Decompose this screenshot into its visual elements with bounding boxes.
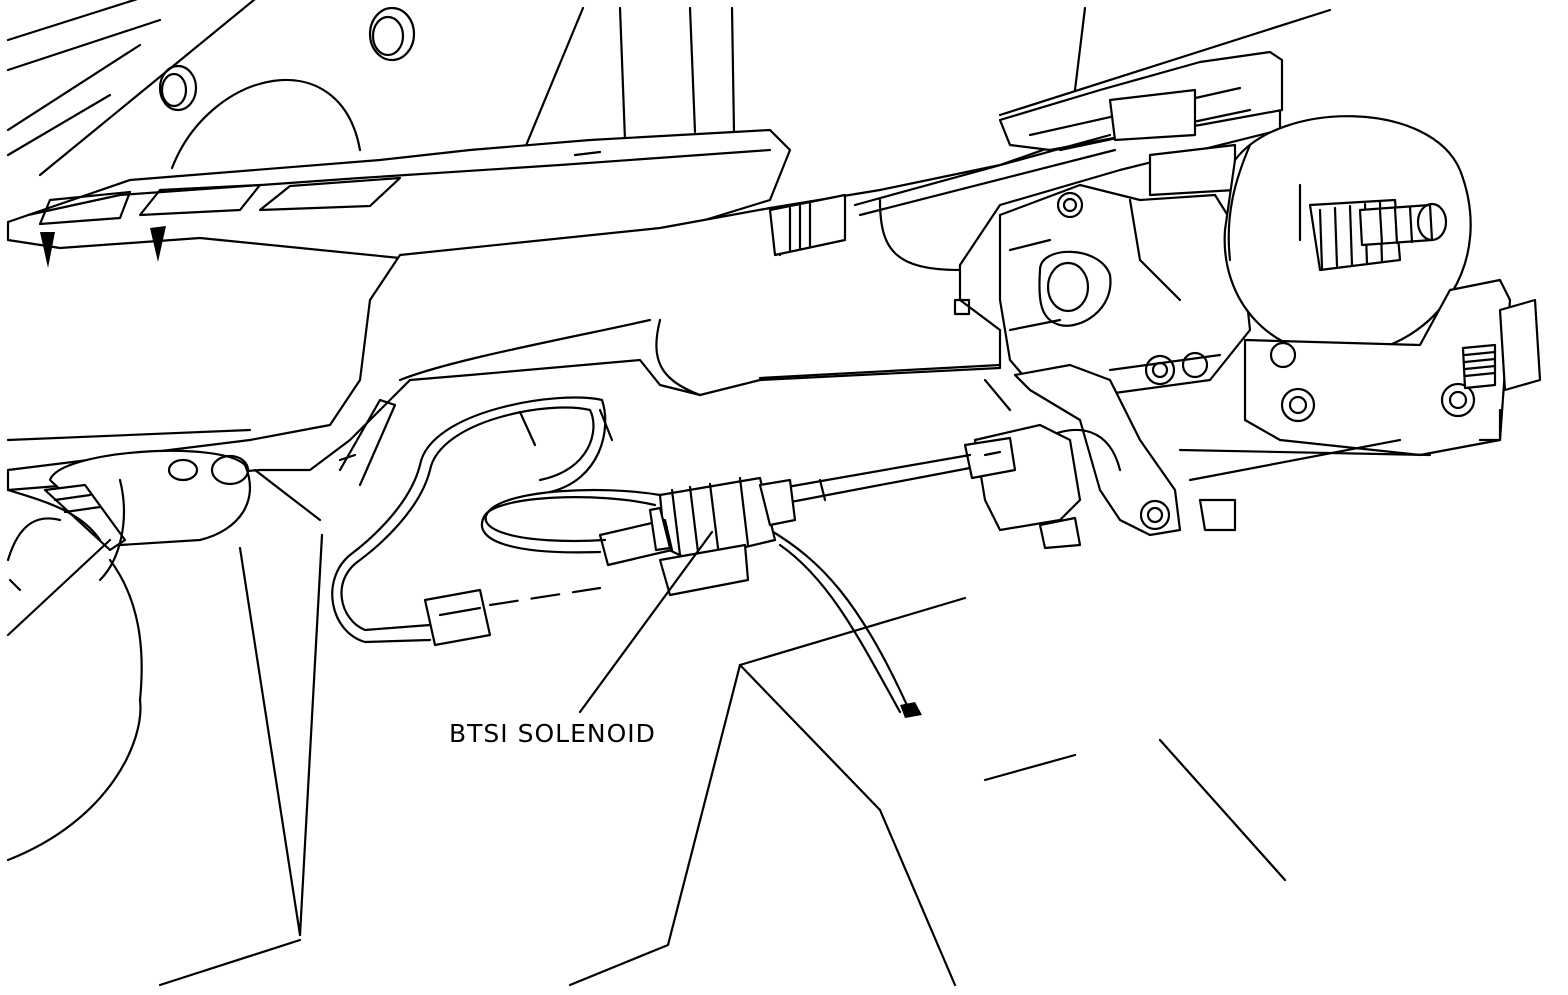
top-supports xyxy=(518,6,1332,162)
splined-shaft xyxy=(1308,198,1448,272)
under-column-brackets xyxy=(253,398,614,522)
shift-cable xyxy=(768,453,972,718)
shift-mechanism xyxy=(1013,351,1432,537)
upper-left-dash-lines xyxy=(6,0,256,177)
btsi-solenoid-label: BTSI SOLENOID xyxy=(449,719,656,748)
lock-housing xyxy=(998,183,1252,397)
panel-holes xyxy=(158,6,416,170)
right-bracket xyxy=(1243,278,1542,457)
callout-leaders xyxy=(158,378,1287,987)
btsi-solenoid xyxy=(598,476,797,597)
btsi-solenoid-leader xyxy=(578,530,714,714)
mounting-bracket xyxy=(6,128,792,268)
solenoid-actuator-housing xyxy=(963,423,1082,550)
lower-left-lines xyxy=(6,517,143,862)
lower-hub xyxy=(6,449,251,582)
upper-right-plate xyxy=(768,50,1284,257)
